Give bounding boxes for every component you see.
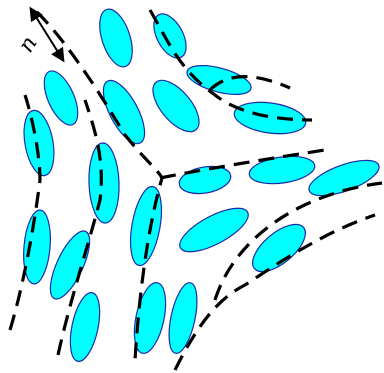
molecule bbox=[177, 163, 233, 198]
molecule bbox=[95, 75, 153, 150]
molecule bbox=[232, 98, 307, 138]
molecule bbox=[248, 153, 317, 188]
director-label: n bbox=[14, 32, 43, 57]
molecule bbox=[164, 280, 202, 355]
molecule bbox=[305, 153, 383, 203]
molecule bbox=[93, 5, 138, 71]
molecule bbox=[88, 143, 121, 224]
